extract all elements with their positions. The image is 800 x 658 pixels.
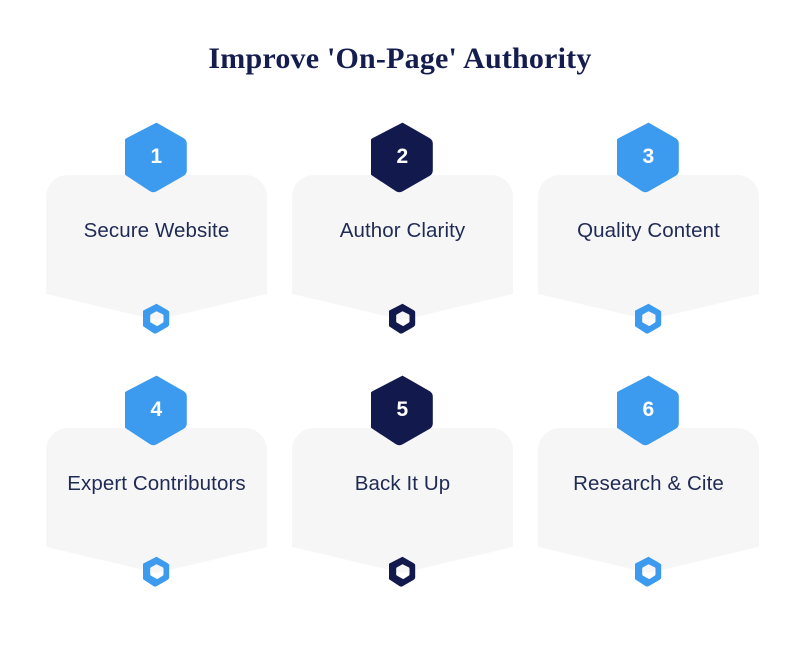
- hexagon-badge-icon-2: 2: [371, 121, 434, 193]
- hexagon-badge-icon-6: 6: [617, 374, 680, 446]
- step-number-5: 5: [396, 398, 409, 421]
- hexagon-badge-icon-1: 1: [125, 121, 188, 193]
- hexagon-shape-5: [371, 375, 433, 446]
- step-number-2: 2: [396, 145, 409, 168]
- hexagon-outline-icon-2: [389, 303, 416, 334]
- steps-grid: Secure Website 1 Author Clarity 2: [46, 118, 759, 618]
- hexagon-donut-shape-1: [143, 303, 170, 334]
- hexagon-donut-shape-2: [389, 303, 416, 334]
- step-label-3: Quality Content: [577, 219, 720, 242]
- card-background-4: [46, 428, 267, 573]
- step-label-6: Research & Cite: [573, 472, 724, 495]
- step-number-6: 6: [642, 398, 655, 421]
- step-card-5[interactable]: Back It Up 5: [292, 371, 513, 587]
- hexagon-shape-4: [125, 375, 187, 446]
- hexagon-outline-icon-1: [143, 303, 170, 334]
- hexagon-badge-icon-4: 4: [125, 374, 188, 446]
- page-title: Improve 'On-Page' Authority: [208, 42, 592, 75]
- hexagon-outline-icon-3: [635, 303, 662, 334]
- hexagon-shape-3: [617, 122, 679, 193]
- card-background-3: [538, 175, 759, 320]
- step-label-1: Secure Website: [83, 219, 230, 242]
- hexagon-outline-icon-4: [143, 556, 170, 587]
- card-background-1: [46, 175, 267, 320]
- hexagon-outline-icon-6: [635, 556, 662, 587]
- card-background-5: [292, 428, 513, 573]
- hexagon-badge-icon-3: 3: [617, 121, 680, 193]
- step-number-3: 3: [642, 145, 655, 168]
- step-label-4: Expert Contributors: [67, 472, 246, 495]
- step-card-6[interactable]: Research & Cite 6: [538, 371, 759, 587]
- step-card-3[interactable]: Quality Content 3: [538, 118, 759, 334]
- hexagon-shape-2: [371, 122, 433, 193]
- hexagon-shape-1: [125, 122, 187, 193]
- hexagon-donut-shape-3: [635, 303, 662, 334]
- hexagon-badge-icon-5: 5: [371, 374, 434, 446]
- card-background-6: [538, 428, 759, 573]
- card-background-2: [292, 175, 513, 320]
- hexagon-donut-shape-6: [635, 556, 662, 587]
- step-label-2: Author Clarity: [339, 219, 466, 242]
- step-number-4: 4: [150, 398, 163, 421]
- step-card-4[interactable]: Expert Contributors 4: [46, 371, 267, 587]
- step-label-5: Back It Up: [354, 472, 451, 495]
- step-card-1[interactable]: Secure Website 1: [46, 118, 267, 334]
- hexagon-shape-6: [617, 375, 679, 446]
- hexagon-outline-icon-5: [389, 556, 416, 587]
- hexagon-donut-shape-5: [389, 556, 416, 587]
- step-card-2[interactable]: Author Clarity 2: [292, 118, 513, 334]
- hexagon-donut-shape-4: [143, 556, 170, 587]
- step-number-1: 1: [150, 145, 163, 168]
